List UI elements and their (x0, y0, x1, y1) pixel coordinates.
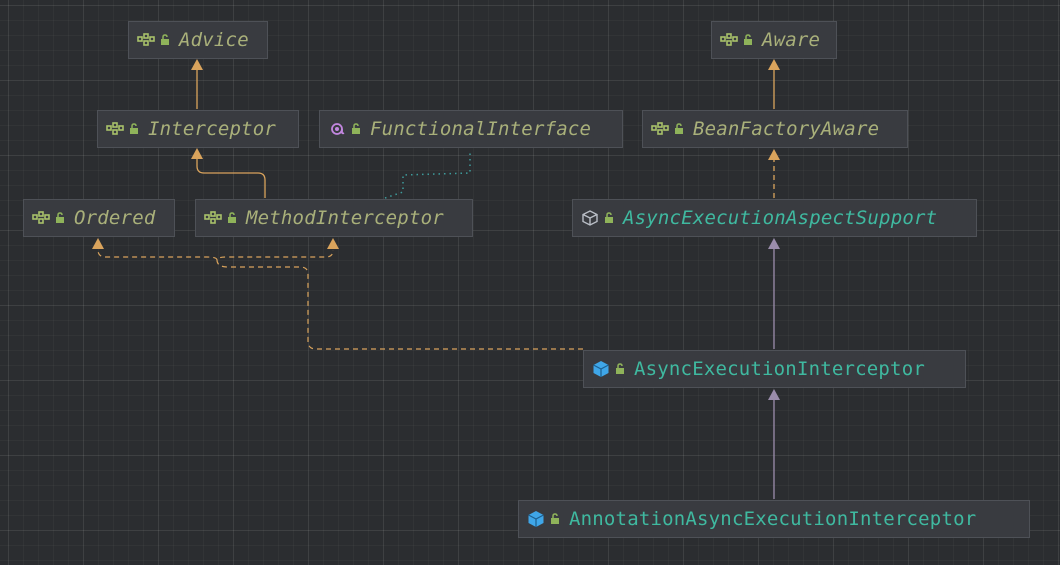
public-lock-icon (54, 211, 66, 225)
node-method-interceptor[interactable]: MethodInterceptor (195, 199, 473, 237)
node-label: Interceptor (148, 118, 277, 140)
node-async-execution-aspect-support[interactable]: AsyncExecutionAspectSupport (572, 199, 977, 237)
node-label: AnnotationAsyncExecutionInterceptor (569, 508, 977, 530)
node-label: Aware (762, 29, 821, 51)
edge-async-interceptor-aspect-support (768, 238, 780, 349)
public-lock-icon (159, 33, 171, 47)
public-lock-icon (673, 122, 685, 136)
annotation-icon (328, 120, 346, 138)
interface-icon (720, 31, 738, 49)
class-icon (592, 360, 610, 378)
edge-async-interceptor-implements (92, 238, 583, 350)
node-interceptor[interactable]: Interceptor (97, 110, 299, 148)
edge-interceptor-advice (191, 59, 203, 109)
public-lock-icon (614, 362, 626, 376)
node-label: Advice (179, 29, 249, 51)
node-label: AsyncExecutionAspectSupport (623, 207, 938, 229)
public-lock-icon (549, 512, 561, 526)
node-advice[interactable]: Advice (128, 21, 268, 59)
node-async-execution-interceptor[interactable]: AsyncExecutionInterceptor (583, 350, 966, 388)
edge-aspect-support-bean-factory-aware (768, 149, 780, 198)
node-label: BeanFactoryAware (693, 118, 880, 140)
interface-icon (32, 209, 50, 227)
interface-icon (651, 120, 669, 138)
edge-method-interceptor-functional-interface (384, 150, 471, 199)
public-lock-icon (350, 122, 362, 136)
public-lock-icon (603, 211, 615, 225)
public-lock-icon (742, 33, 754, 47)
interface-icon (204, 209, 222, 227)
node-label: AsyncExecutionInterceptor (634, 358, 925, 380)
public-lock-icon (128, 122, 140, 136)
node-label: Ordered (74, 207, 156, 229)
edge-annotation-interceptor-async-interceptor (768, 389, 780, 499)
node-ordered[interactable]: Ordered (23, 199, 175, 237)
class-icon (527, 510, 545, 528)
node-label: MethodInterceptor (246, 207, 444, 229)
node-bean-factory-aware[interactable]: BeanFactoryAware (642, 110, 908, 148)
edge-bean-factory-aware-aware (768, 59, 780, 109)
public-lock-icon (226, 211, 238, 225)
interface-icon (106, 120, 124, 138)
node-aware[interactable]: Aware (711, 21, 837, 59)
node-label: FunctionalInterface (370, 118, 592, 140)
interface-icon (137, 31, 155, 49)
edge-method-interceptor-interceptor (191, 148, 266, 198)
node-functional-interface[interactable]: FunctionalInterface (319, 110, 623, 148)
node-annotation-async-execution-interceptor[interactable]: AnnotationAsyncExecutionInterceptor (518, 500, 1030, 538)
abstract-class-icon (581, 209, 599, 227)
